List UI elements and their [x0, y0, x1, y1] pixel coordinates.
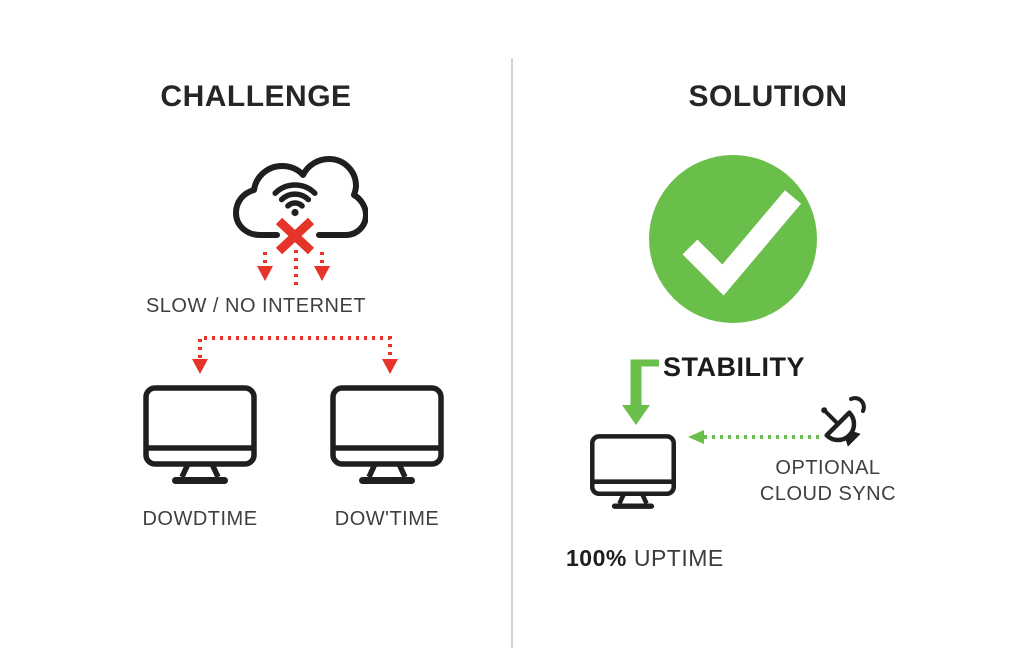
- stability-arrow-icon: [622, 359, 659, 425]
- uptime-value: 100%: [566, 545, 627, 571]
- cloud-sync-dotted-arrow-icon: [688, 430, 820, 444]
- monitor-icon: [143, 385, 257, 484]
- cloud-outline: [233, 156, 368, 238]
- vertical-divider: [511, 58, 513, 648]
- monitor-label: DOW'TIME: [334, 508, 440, 530]
- checkmark-icon: [682, 190, 802, 296]
- monitor-icon: [330, 385, 444, 484]
- challenge-title: CHALLENGE: [160, 80, 352, 113]
- wifi-icon: [272, 182, 318, 217]
- uptime-text: UPTIME: [633, 545, 724, 571]
- dotted-down-arrows-icon: [257, 250, 330, 288]
- uptime-label: 100%UPTIME: [566, 545, 724, 572]
- satellite-dish-icon: [821, 396, 866, 447]
- monitor-label: DOWDTIME: [142, 508, 258, 530]
- offline-cloud-icon: [233, 156, 368, 288]
- error-x-icon: [275, 217, 315, 255]
- monitor-icon: [590, 434, 676, 509]
- dotted-branch-arrows-icon: [192, 336, 398, 374]
- cloud-sync-label: OPTIONAL CLOUD SYNC: [748, 455, 908, 507]
- cloud-sync-label-line1: OPTIONAL: [775, 457, 881, 479]
- challenge-status-label: SLOW / NO INTERNET: [145, 295, 367, 317]
- check-circle-icon: [649, 155, 817, 323]
- cloud-sync-label-line2: CLOUD SYNC: [759, 483, 897, 505]
- solution-title: SOLUTION: [688, 80, 848, 113]
- stability-label: STABILITY: [663, 352, 805, 382]
